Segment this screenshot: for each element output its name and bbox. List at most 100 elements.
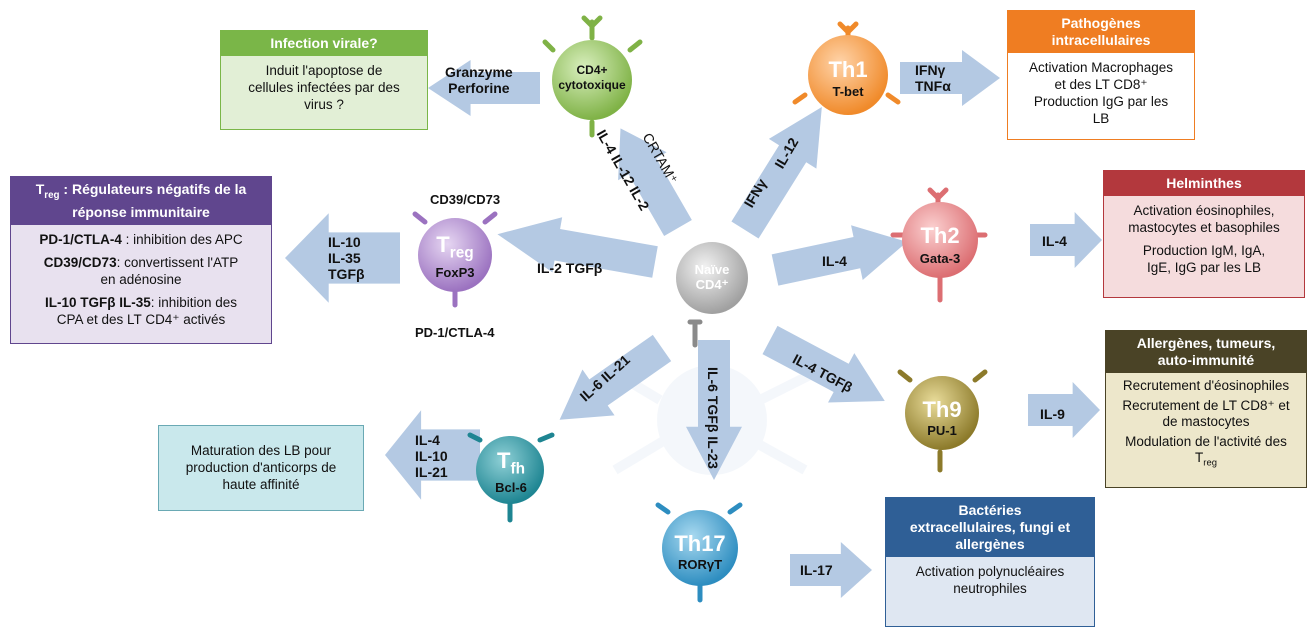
treg-top-marker: CD39/CD73 — [430, 192, 501, 207]
allergens-box: Allergènes, tumeurs, auto-immunité Recru… — [1105, 330, 1307, 488]
helm-p1-l2: mastocytes et basophiles — [1128, 220, 1280, 235]
treg-p2-bold: CD39/CD73 — [43, 254, 117, 270]
naive-label-line2: CD4⁺ — [695, 277, 729, 292]
tfh-out-line3: IL-21 — [415, 464, 448, 480]
th9-name: Th9 — [922, 397, 962, 422]
viral-line3: virus ? — [304, 97, 344, 112]
arrow-naive-cyto — [618, 128, 692, 236]
bact-line2: neutrophiles — [953, 581, 1027, 596]
pathogens-title-2: intracellulaires — [1051, 32, 1151, 48]
tfh-name-t: T — [497, 448, 511, 473]
arrow-naive-th9 — [762, 325, 885, 403]
allerg-p2-l1: Recrutement de LT CD8⁺ et — [1122, 398, 1290, 413]
th17-in-label: IL-6 TGFβ IL-23 — [704, 367, 721, 469]
treg-title-line2: réponse immunitaire — [72, 203, 210, 220]
helminths-box: Helminthes Activation éosinophiles,masto… — [1103, 170, 1305, 298]
pathogens-box-title: Pathogènes intracellulaires — [1008, 11, 1194, 53]
arrow-th1-out — [900, 50, 1000, 106]
viral-box-body: Induit l'apoptose de cellules infectées … — [221, 56, 427, 119]
patho-line3: Production IgG par les — [1033, 94, 1169, 109]
cd4-cytotoxic-line2: cytotoxique — [558, 78, 626, 92]
th1-name: Th1 — [828, 57, 868, 82]
bact-line1: Activation polynucléaires — [915, 564, 1065, 579]
allerg-p3-sub: reg — [1203, 457, 1217, 469]
th1-tf: T-bet — [832, 84, 864, 99]
allergens-box-title: Allergènes, tumeurs, auto-immunité — [1106, 331, 1306, 373]
treg-bottom-marker: PD-1/CTLA-4 — [415, 325, 495, 340]
th1-out-label: IFNγ TNFα — [915, 62, 951, 94]
treg-p2-l2: en adénosine — [100, 271, 182, 287]
patho-line1: Activation Macrophages — [1028, 60, 1174, 75]
treg-title-rest: : Régulateurs négatifs de la — [59, 181, 247, 197]
th2-cell — [902, 202, 978, 278]
treg-out-line1: IL-10 — [328, 234, 361, 250]
th9-out-label: IL-9 — [1040, 406, 1065, 422]
viral-box: Infection virale? Induit l'apoptose de c… — [220, 30, 428, 130]
viral-line2: cellules infectées par des — [248, 80, 400, 95]
pathogens-title-1: Pathogènes — [1061, 15, 1141, 31]
treg-p3-l2: CPA et des LT CD4⁺ activés — [56, 311, 226, 327]
tfh-name: Tfh — [476, 448, 546, 478]
tfh-out-line2: IL-10 — [415, 448, 448, 464]
treg-p1-rest: : inhibition des APC — [121, 231, 243, 247]
th2-out-label: IL-4 — [1042, 233, 1067, 249]
arrow-cyto-out — [428, 60, 540, 116]
treg-p2-rest: : convertissent l'ATP — [116, 254, 239, 270]
treg-name-sub: reg — [449, 244, 474, 262]
arrow-tfh-out — [385, 410, 480, 500]
arrow-th2-out — [1030, 212, 1102, 268]
arrow-naive-treg — [497, 217, 658, 278]
cd4-cytotoxic-line1: CD4+ — [576, 63, 608, 77]
treg-box: Treg : Régulateurs négatifs de la répons… — [10, 176, 272, 344]
cd4-cytotoxic-cell — [552, 40, 632, 120]
tfh-line2: production d'anticorps de — [185, 460, 337, 475]
th17-name: Th17 — [674, 531, 726, 556]
tfh-out-label: IL-4 IL-10 IL-21 — [415, 432, 448, 480]
allerg-para1: Recrutement d'éosinophiles — [1122, 378, 1290, 393]
patho-line4: LB — [1092, 111, 1110, 126]
tfh-name-sub: fh — [510, 460, 525, 478]
th1-out-line2: TNFα — [915, 78, 951, 94]
allerg-p2-l2: de mastocytes — [1162, 414, 1250, 429]
bact-title-1: Bactéries — [958, 502, 1022, 518]
treg-name-t: T — [436, 232, 450, 257]
th17-cell — [662, 510, 738, 586]
viral-line1: Induit l'apoptose de — [265, 63, 383, 78]
arrow-treg-out — [285, 213, 400, 303]
treg-p3-rest: : inhibition des — [150, 294, 238, 310]
treg-title-t: T — [35, 181, 45, 197]
treg-box-title: Treg : Régulateurs négatifs de la répons… — [11, 177, 271, 225]
th9-cell — [905, 376, 979, 450]
cyto-out-line2: Perforine — [448, 80, 510, 96]
allergens-title-2: auto-immunité — [1157, 352, 1255, 368]
bact-title-2: extracellulaires, fungi et — [909, 519, 1071, 535]
treg-para1: PD-1/CTLA-4 : inhibition des APC — [15, 231, 267, 248]
arrow-th17-out — [790, 542, 872, 598]
helm-p2-l1: Production IgM, IgA, — [1142, 243, 1266, 258]
tfh-line1: Maturation des LB pour — [190, 443, 332, 458]
pathogens-box: Pathogènes intracellulaires Activation M… — [1007, 10, 1195, 140]
bacteria-box-title: Bactéries extracellulaires, fungi et all… — [886, 498, 1094, 557]
viral-box-title: Infection virale? — [221, 31, 427, 56]
th2-in-label: IL-4 — [822, 253, 847, 269]
naive-cell — [676, 242, 748, 314]
treg-tf: FoxP3 — [435, 265, 475, 280]
tfh-line3: haute affinité — [222, 477, 300, 492]
helm-para1: Activation éosinophiles,mastocytes et ba… — [1112, 202, 1296, 236]
arrow-naive-tfh — [559, 334, 672, 420]
tfh-tf: Bcl-6 — [495, 480, 527, 495]
cyto-out-label: Granzyme Perforine — [445, 64, 513, 96]
treg-cell — [418, 218, 492, 292]
th1-cell — [808, 35, 888, 115]
arrow-th9-out — [1028, 382, 1100, 438]
helminths-box-title: Helminthes — [1104, 171, 1304, 196]
treg-out-line3: TGFβ — [328, 266, 365, 282]
th9-tf: PU-1 — [927, 423, 957, 438]
naive-label-line1: Naïve — [694, 262, 730, 277]
helm-para2: Production IgM, IgA,IgE, IgG par les LB — [1112, 242, 1296, 276]
th2-tf: Gata-3 — [919, 251, 961, 266]
naive-label: Naïve CD4⁺ — [682, 262, 742, 292]
